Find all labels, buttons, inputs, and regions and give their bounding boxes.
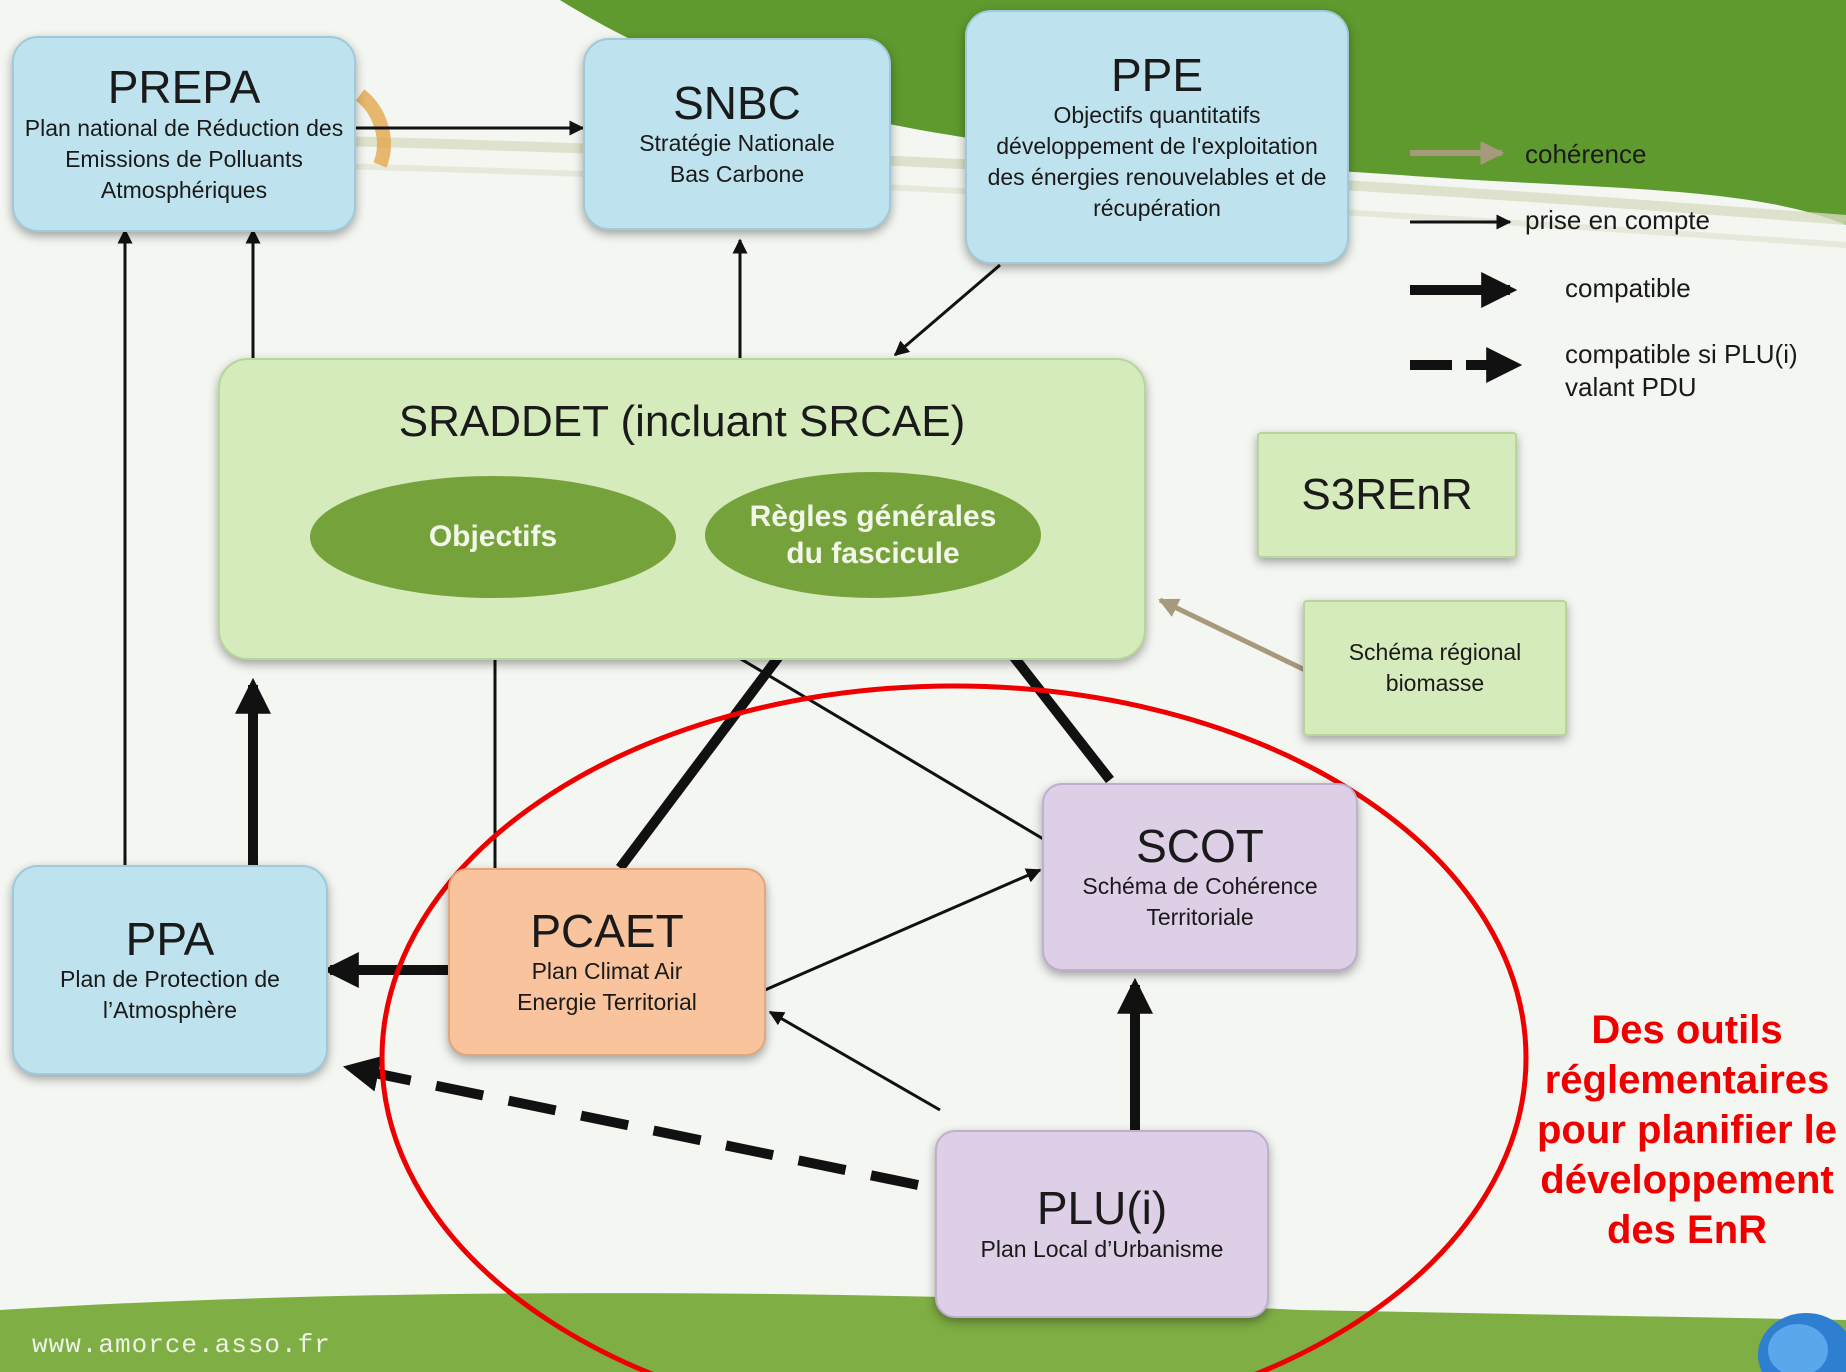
sraddet-objectifs-ellipse: Objectifs xyxy=(310,476,676,598)
ppe-box: PPE Objectifs quantitatifs développement… xyxy=(965,10,1349,264)
arrow-biomasse-sraddet xyxy=(1158,597,1307,673)
snbc-subtitle: Stratégie Nationale Bas Carbone xyxy=(639,130,835,188)
arrow-plu-ppa-dashed xyxy=(342,1056,920,1190)
scot-subtitle: Schéma de Cohérence Territoriale xyxy=(1082,873,1318,931)
scot-title: SCOT xyxy=(1136,819,1264,872)
biomasse-box: Schéma régional biomasse xyxy=(1303,600,1567,736)
ppa-title: PPA xyxy=(125,912,215,965)
plu-box: PLU(i) Plan Local d’Urbanisme xyxy=(935,1130,1269,1318)
plu-title: PLU(i) xyxy=(1036,1182,1168,1235)
plu-subtitle: Plan Local d’Urbanisme xyxy=(980,1235,1224,1262)
ppe-subtitle: Objectifs quantitatifs développement de … xyxy=(987,102,1327,222)
prepa-subtitle: Plan national de Réduction des Emissions… xyxy=(24,114,344,203)
snbc-box: SNBC Stratégie Nationale Bas Carbone xyxy=(583,38,891,230)
footer-green-band xyxy=(0,1293,1846,1372)
sraddet-regles-label: Règles générales du fascicule xyxy=(749,499,997,571)
ppa-box: PPA Plan de Protection de l’Atmosphère xyxy=(12,865,328,1075)
legend-compatible-label: compatible xyxy=(1565,273,1691,303)
sraddet-regles-ellipse: Règles générales du fascicule xyxy=(705,472,1041,598)
caption-text: Des outils réglementaires pour planifier… xyxy=(1536,1008,1838,1252)
snbc-title: SNBC xyxy=(673,76,801,129)
s3renr-box: S3REnR xyxy=(1257,432,1517,558)
pcaet-subtitle: Plan Climat Air Energie Territorial xyxy=(517,958,697,1016)
arrow-ppe-sraddet xyxy=(893,263,1001,357)
highlight-ellipse xyxy=(379,683,1529,1372)
legend-prise-en-compte-label: prise en compte xyxy=(1525,205,1710,235)
sraddet-objectifs-label: Objectifs xyxy=(428,520,558,554)
scot-box: SCOT Schéma de Cohérence Territoriale xyxy=(1042,783,1358,971)
ppa-subtitle: Plan de Protection de l’Atmosphère xyxy=(60,966,280,1024)
prepa-title: PREPA xyxy=(107,61,261,114)
pcaet-box: PCAET Plan Climat Air Energie Territoria… xyxy=(448,868,766,1056)
prepa-box: PREPA Plan national de Réduction des Emi… xyxy=(12,36,356,232)
pcaet-title: PCAET xyxy=(530,904,684,957)
s3renr-title: S3REnR xyxy=(1301,469,1473,519)
amorce-logo-icon xyxy=(1758,1313,1846,1372)
biomasse-title: Schéma régional biomasse xyxy=(1348,638,1522,696)
sraddet-title: SRADDET (incluant SRCAE) xyxy=(398,397,966,446)
footer-url: www.amorce.asso.fr xyxy=(32,1330,331,1360)
legend-compatible-plu-label: compatible si PLU(i) valant PDU xyxy=(1565,339,1798,402)
arrow-plu-pcaet xyxy=(768,1010,941,1112)
ppe-title: PPE xyxy=(1110,48,1204,101)
arrow-pcaet-scot xyxy=(764,868,1042,992)
legend-coherence-label: cohérence xyxy=(1525,139,1647,169)
